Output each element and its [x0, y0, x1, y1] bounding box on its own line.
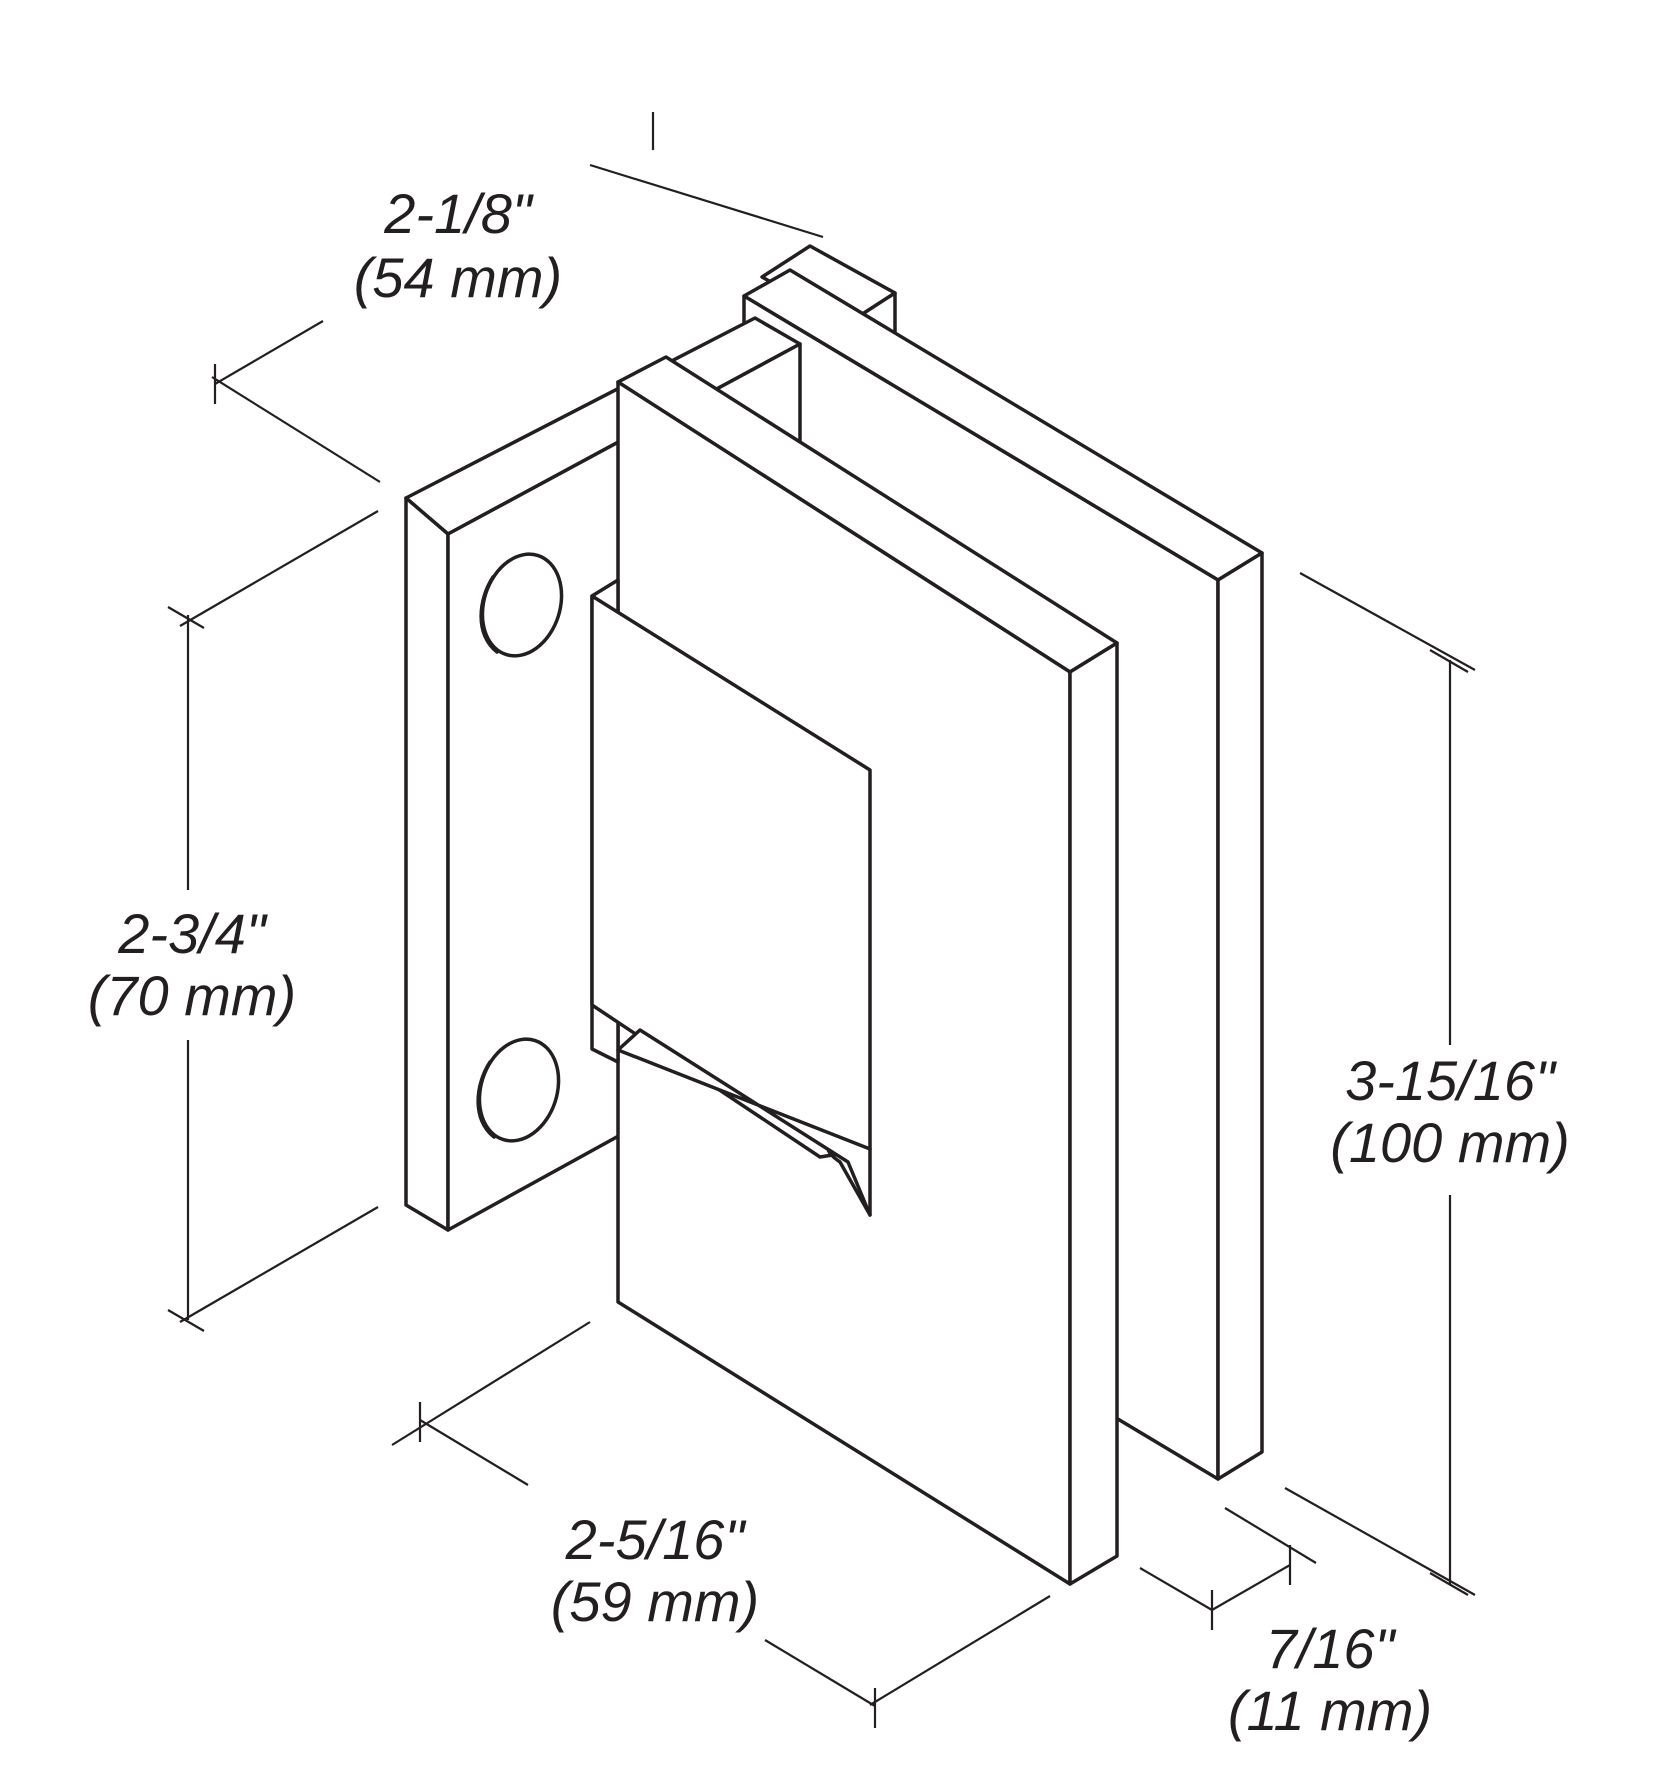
depth-imperial: 2-1/8": [383, 182, 534, 245]
dimension-overall-height: 3-15/16" (100 mm): [1284, 572, 1570, 1596]
dimension-depth: 2-1/8" (54 mm): [211, 112, 824, 483]
mount-height-imperial: 2-3/4": [117, 902, 268, 965]
hinge-knuckle: [590, 578, 872, 1217]
mount-height-metric: (70 mm): [88, 964, 296, 1027]
depth-metric: (54 mm): [354, 246, 562, 309]
width-imperial: 2-5/16": [565, 1508, 747, 1571]
hinge-illustration: [404, 244, 1264, 1586]
dimension-width: 2-5/16" (59 mm): [391, 1321, 1051, 1728]
overall-height-imperial: 3-15/16": [1345, 1049, 1557, 1112]
dimension-mount-height: 2-3/4" (70 mm): [88, 510, 379, 1332]
overall-height-metric: (100 mm): [1330, 1111, 1570, 1174]
dimension-glass-gap: 7/16" (11 mm): [1139, 1507, 1432, 1742]
width-metric: (59 mm): [551, 1570, 759, 1633]
glass-gap-metric: (11 mm): [1228, 1679, 1432, 1742]
glass-gap-imperial: 7/16": [1266, 1617, 1397, 1680]
